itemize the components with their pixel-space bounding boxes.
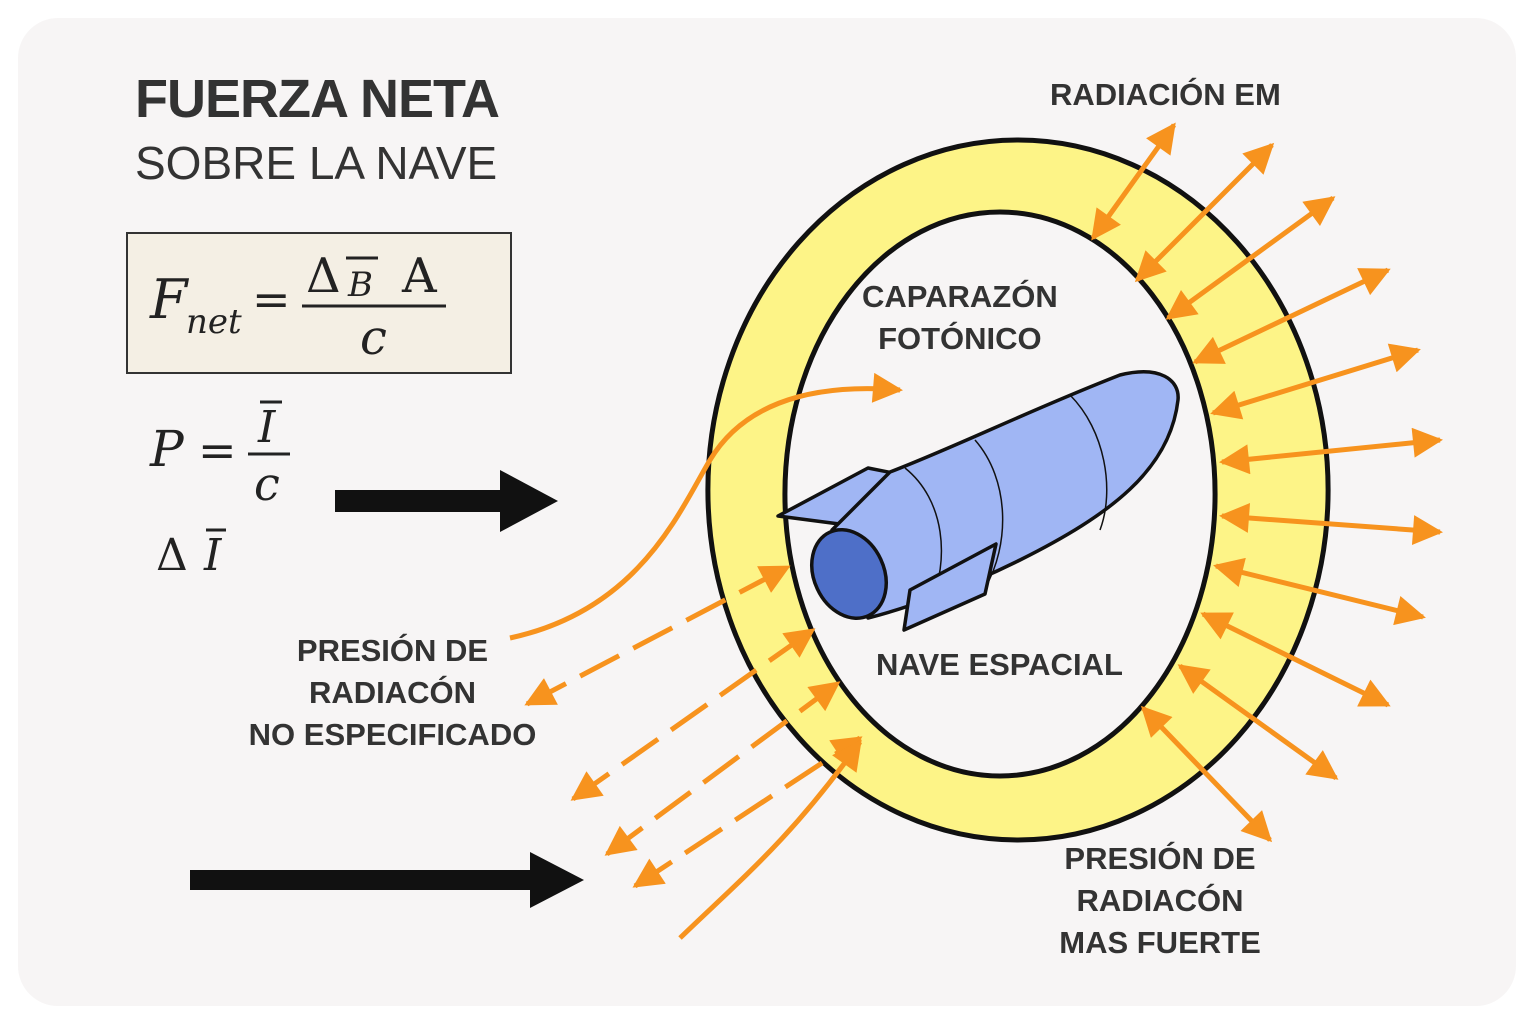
label-shell-line-2: FOTÓNICO	[878, 321, 1042, 356]
label-pu-line-2: RADIACÓN	[308, 675, 477, 710]
formula-net-delta: Δ	[306, 248, 341, 304]
formula-net-area: A	[401, 248, 438, 304]
force-arrow-upper	[335, 470, 558, 532]
spaceship-nozzle	[810, 528, 888, 620]
formula-p-equals: =	[198, 423, 237, 477]
formula-p-numerator: I	[257, 402, 277, 453]
label-photonic-shell: CAPARAZÓN FOTÓNICO	[862, 276, 1058, 360]
label-radiation-em: RADIACIÓN EM	[1050, 74, 1281, 116]
label-spaceship: NAVE ESPACIAL	[876, 644, 1123, 686]
label-ps-line-3: MAS FUERTE	[1059, 925, 1261, 960]
label-ps-line-1: PRESIÓN DE	[1064, 841, 1256, 876]
spaceship	[776, 370, 1180, 632]
formula-net-lhs: F	[149, 268, 190, 331]
radiation-arrow-11	[1140, 705, 1273, 843]
diagram-title: FUERZA NETA	[135, 69, 500, 129]
curved-arrows	[509, 372, 903, 940]
formula-delta-symbol: Δ	[156, 530, 188, 581]
curved-arrow-lower	[678, 739, 863, 940]
curved-arrow-upper	[509, 372, 903, 641]
label-radiation-em-text: RADIACIÓN EM	[1050, 77, 1281, 112]
radiation-arrow-6	[1219, 427, 1443, 475]
label-shell-line-1: CAPARAZÓN	[862, 279, 1058, 314]
net-force-formula: F net = Δ B A c	[149, 248, 446, 366]
label-pressure-stronger: PRESIÓN DE RADIACÓN MAS FUERTE	[1040, 838, 1280, 964]
pressure-formula: P = I c	[149, 400, 290, 511]
radiation-arrow-7	[1219, 503, 1443, 545]
formula-delta-var: I	[203, 530, 223, 581]
formula-net-bar-var: B	[347, 265, 373, 305]
formula-p-lhs: P	[149, 420, 185, 478]
formula-p-denominator: c	[254, 457, 280, 511]
delta-formula: Δ I	[156, 528, 226, 581]
radiation-arrow-5	[1210, 343, 1421, 420]
diagram-subtitle: SOBRE LA NAVE	[135, 137, 498, 189]
label-ps-line-2: RADIACÓN	[1076, 883, 1244, 918]
formula-net-lhs-sub: net	[186, 302, 242, 342]
radiation-arrow-9	[1200, 611, 1391, 708]
formula-box	[126, 232, 512, 374]
radiation-arrow-8	[1213, 557, 1426, 626]
formula-net-denominator: c	[360, 310, 387, 366]
force-arrow-lower	[190, 852, 584, 908]
label-pu-line-3: NO ESPECIFICADO	[248, 717, 537, 752]
radiation-arrows-left	[524, 564, 863, 889]
spaceship-lower-fin	[902, 542, 998, 632]
label-spaceship-text: NAVE ESPACIAL	[876, 647, 1123, 682]
label-pressure-unspecified: PRESIÓN DE RADIACÓN NO ESPECIFICADO	[240, 630, 545, 756]
formula-net-equals: =	[252, 272, 291, 326]
left-arrow-4	[632, 735, 863, 889]
radiation-arrows-right	[1090, 122, 1443, 843]
left-arrow-3	[604, 680, 841, 857]
label-pu-line-1: PRESIÓN DE	[296, 633, 489, 668]
